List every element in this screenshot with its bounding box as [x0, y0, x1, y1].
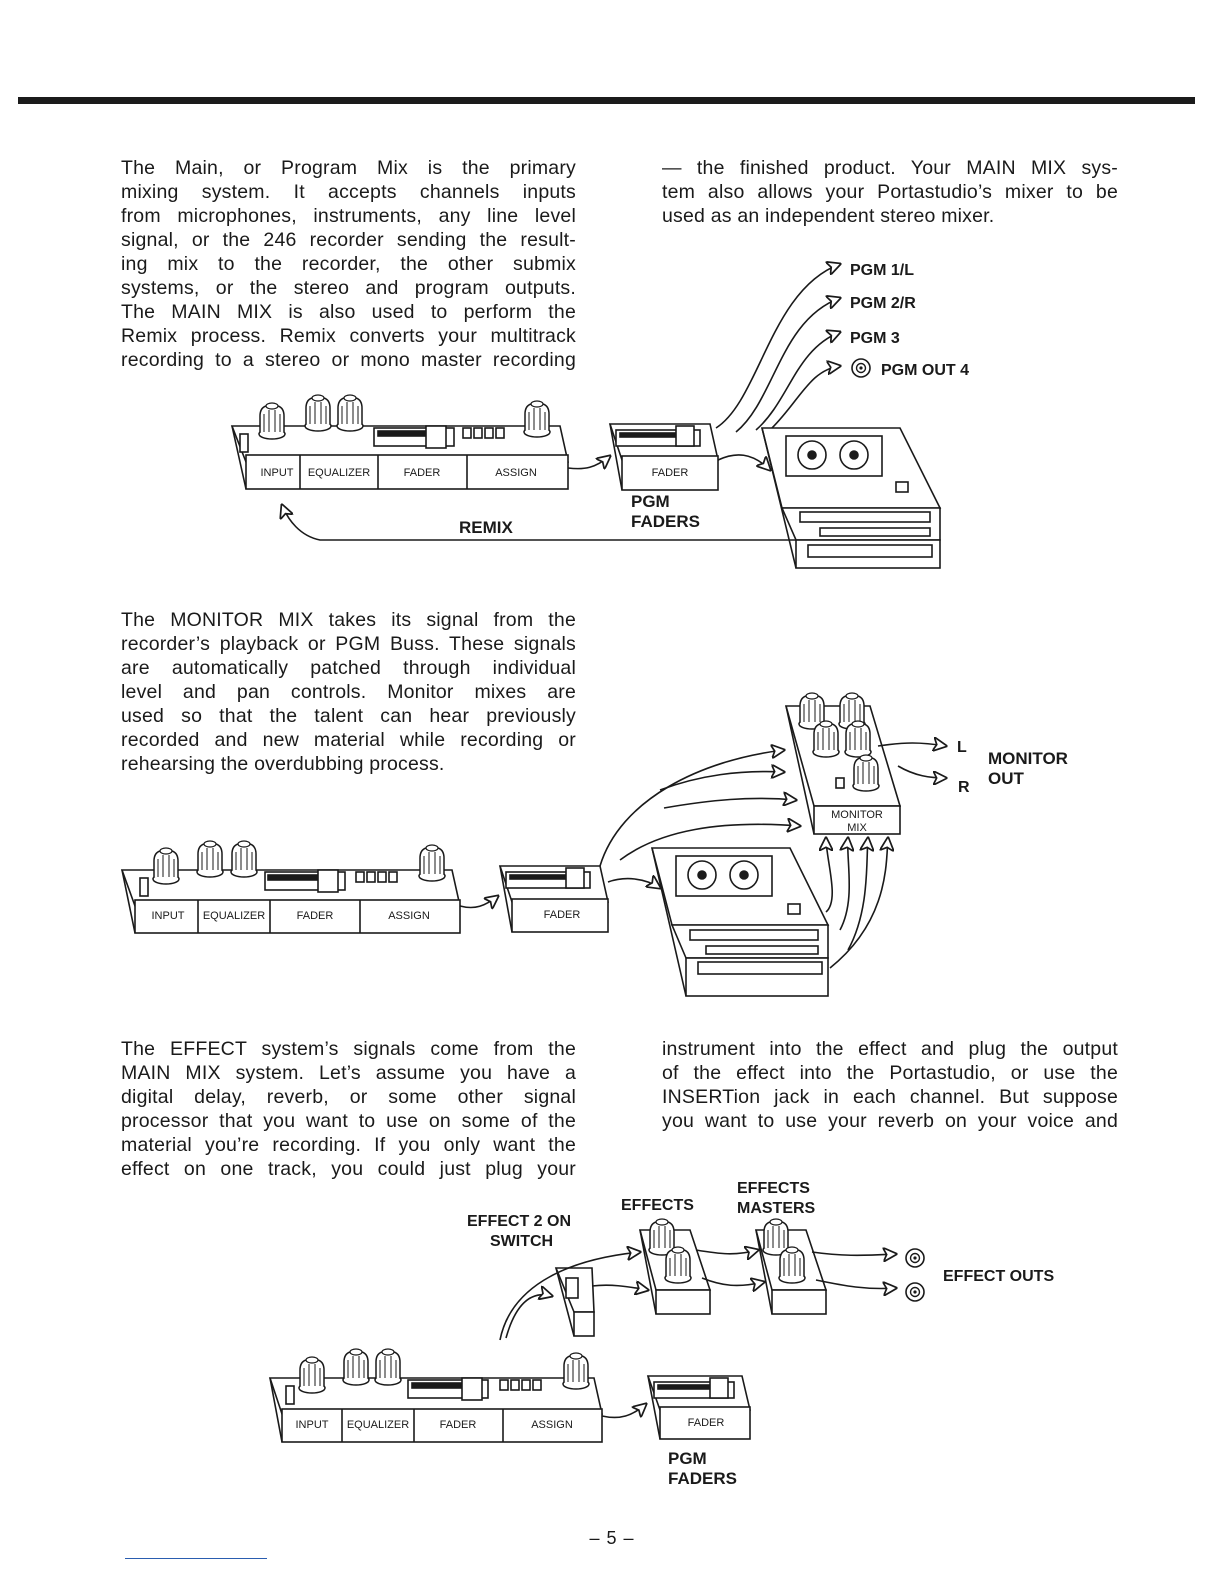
text-line: signal, or the 246 recorder sending the … [121, 229, 576, 251]
effect-diagram: EFFECT 2 ON SWITCH EFFECTS EFFECTS MASTE… [268, 1180, 1054, 1488]
channel-strip [230, 425, 569, 490]
main-mix-left-paragraph: The Main, or Program Mix is the primary … [121, 156, 576, 372]
text-line: processor that you want to use on some o… [121, 1110, 576, 1132]
text-line: instrument into the effect and plug the … [662, 1038, 1118, 1060]
strip-label-fader: FADER [404, 467, 441, 479]
monitor-out-label-2: OUT [988, 769, 1025, 788]
monitor-out-l: L [957, 739, 967, 756]
strip-label-assign: ASSIGN [388, 910, 430, 922]
effects-masters-label-1: EFFECTS [737, 1180, 810, 1197]
text-line: The MAIN MIX is also used to perform the [121, 301, 576, 323]
text-line: systems, or the stereo and program outpu… [121, 277, 576, 299]
page-number: – 5 – [589, 1528, 635, 1548]
text-line: you want to use your reverb on your voic… [662, 1110, 1118, 1132]
text-line: digital delay, reverb, or some other sig… [121, 1086, 576, 1108]
text-line: used so that the talent can hear previou… [121, 705, 576, 727]
pgm-fader-block [646, 1375, 752, 1440]
text-line: The MONITOR MIX takes its signal from th… [121, 609, 576, 631]
text-line: INSERTion jack in each channel. But supp… [662, 1086, 1118, 1108]
strip-label-assign: ASSIGN [531, 1419, 573, 1431]
strip-label-input: INPUT [152, 910, 185, 922]
pgm-fader-block [498, 865, 609, 933]
pgm-fader-label: FADER [652, 467, 689, 479]
effects-masters-label-2: MASTERS [737, 1200, 816, 1217]
text-line: Remix process. Remix converts your multi… [121, 325, 576, 347]
pgm-faders-label-1: PGM [631, 492, 670, 511]
strip-label-input: INPUT [296, 1419, 329, 1431]
effect2-label-1: EFFECT 2 ON [467, 1213, 571, 1230]
main-mix-right-paragraph: — the finished product. Your MAIN MIX sy… [662, 156, 1118, 228]
text-line: recorder’s playback or PGM Buss. These s… [121, 633, 576, 655]
effect-right-paragraph: instrument into the effect and plug the … [662, 1037, 1118, 1133]
text-line: are automatically patched through indivi… [121, 657, 576, 679]
strip-label-equalizer: EQUALIZER [308, 467, 370, 479]
monitor-out-r: R [958, 779, 970, 796]
text-line: — the finished product. Your MAIN MIX sy… [662, 157, 1118, 179]
strip-label-assign: ASSIGN [495, 467, 537, 479]
text-line: from microphones, instruments, any line … [121, 205, 576, 227]
pgm-faders-label-2: FADERS [631, 512, 700, 531]
effect-outs-label: EFFECT OUTS [943, 1268, 1054, 1285]
text-line: effect on one track, you could just plug… [121, 1158, 576, 1180]
pgm-faders-label-2: FADERS [668, 1469, 737, 1488]
monitor-out-label-1: MONITOR [988, 749, 1068, 768]
text-line: tem also allows your Portastudio’s mixer… [662, 181, 1118, 203]
text-line: ing mix to the recorder, the other submi… [121, 253, 576, 275]
pgm-fader-label: FADER [544, 909, 581, 921]
strip-label-fader: FADER [297, 910, 334, 922]
monitor-mix-label-2: MIX [847, 822, 867, 834]
effect2-switch-block [554, 1267, 595, 1337]
main-mix-diagram: INPUT EQUALIZER FADER ASSIGN FADER PGM F… [230, 262, 969, 569]
text-line: used as an independent stereo mixer. [662, 205, 995, 227]
pgm-fader-label: FADER [688, 1417, 725, 1429]
channel-strip [120, 869, 461, 934]
monitor-mix-paragraph: The MONITOR MIX takes its signal from th… [121, 608, 576, 776]
text-line: The Main, or Program Mix is the primary [121, 157, 576, 179]
text-line: The EFFECT system’s signals come from th… [121, 1038, 576, 1060]
text-line: of the effect into the Portastudio, or u… [662, 1062, 1118, 1084]
text-line: recording to a stereo or mono master rec… [121, 349, 576, 371]
strip-label-equalizer: EQUALIZER [203, 910, 265, 922]
text-line: rehearsing the overdubbing process. [121, 753, 445, 775]
pgm-out-label-1: PGM 1/L [850, 262, 914, 279]
pgm-out-label-2: PGM 2/R [850, 295, 916, 312]
channel-strip [268, 1377, 603, 1443]
strip-label-equalizer: EQUALIZER [347, 1419, 409, 1431]
monitor-mix-diagram: INPUT EQUALIZER FADER ASSIGN FADER [120, 692, 1068, 997]
effect-left-paragraph: The EFFECT system’s signals come from th… [121, 1037, 576, 1181]
strip-label-fader: FADER [440, 1419, 477, 1431]
text-line: material you’re recording. If you only w… [121, 1134, 576, 1156]
top-rule [18, 97, 1195, 104]
effect2-label-2: SWITCH [490, 1233, 553, 1250]
text-line: MAIN MIX system. Let’s assume you have a [121, 1062, 576, 1084]
text-line: mixing system. It accepts channels input… [121, 181, 576, 203]
recorder [760, 427, 942, 569]
strip-label-input: INPUT [261, 467, 294, 479]
footer-link-underline [125, 1558, 267, 1559]
text-line: level and pan controls. Monitor mixes ar… [121, 681, 576, 703]
pgm-out-label-3: PGM 3 [850, 330, 900, 347]
text-line: recorded and new material while recordin… [121, 729, 576, 751]
effects-label: EFFECTS [621, 1197, 694, 1214]
pgm-fader-block [608, 423, 719, 491]
pgm-faders-label-1: PGM [668, 1449, 707, 1468]
pgm-out-label-4: PGM OUT 4 [881, 362, 969, 379]
remix-label: REMIX [459, 518, 514, 537]
monitor-mix-label-1: MONITOR [831, 809, 883, 821]
recorder [650, 847, 830, 997]
